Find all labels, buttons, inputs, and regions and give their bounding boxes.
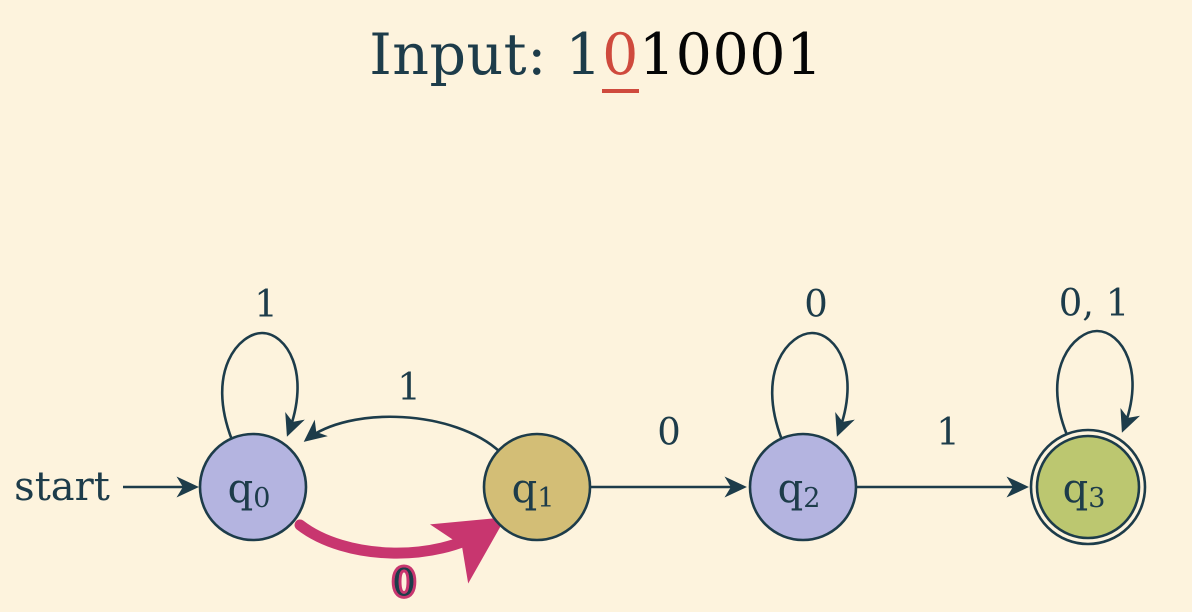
transition-label-q3-q3: 0, 1 — [1059, 282, 1130, 325]
transition-label-q1-q2: 0 — [657, 411, 681, 454]
state-circle-q2[interactable] — [748, 432, 858, 542]
state-node-q2[interactable]: q2 — [748, 432, 858, 542]
transition-q0-q1-active — [294, 517, 506, 584]
state-label-q3: q3 — [1063, 466, 1106, 514]
state-circle-q0[interactable] — [198, 432, 308, 542]
state-node-q3[interactable]: q3 — [1029, 428, 1147, 546]
transition-label-q2-q2: 0 — [804, 283, 828, 326]
state-label-q1: q1 — [512, 466, 555, 514]
transition-q3-q3 — [1055, 329, 1141, 436]
state-node-q0[interactable]: q0 — [198, 432, 308, 542]
state-label-q2: q2 — [778, 466, 821, 514]
input-current-symbol: 0 — [602, 22, 639, 93]
input-remaining-symbols: 10001 — [638, 22, 823, 88]
page-title: Input: 1010001 — [0, 22, 1192, 93]
start-label: start — [14, 464, 110, 510]
transition-q0-q0 — [220, 331, 305, 441]
state-circle-q3[interactable] — [1035, 434, 1141, 540]
state-circle-q1[interactable] — [482, 432, 592, 542]
input-consumed-symbols: 1 — [565, 22, 603, 88]
transition-label-q0-q0: 1 — [254, 283, 278, 326]
accepting-outer-ring-q3 — [1029, 428, 1147, 546]
state-node-q1[interactable]: q1 — [482, 432, 592, 542]
state-label-q0: q0 — [228, 466, 271, 514]
transition-label-q0-q1-active: 0 0 — [389, 559, 419, 608]
input-prefix-label: Input: — [369, 22, 566, 88]
transition-label-q0-q1: 0 — [392, 562, 416, 605]
transition-q2-q2 — [770, 331, 855, 441]
transition-label-q2-q3: 1 — [936, 411, 960, 454]
transition-label-q1-q0: 1 — [397, 366, 421, 409]
transition-q1-q0 — [303, 415, 501, 453]
transition-label-q0-q1-halo: 0 — [392, 562, 416, 605]
